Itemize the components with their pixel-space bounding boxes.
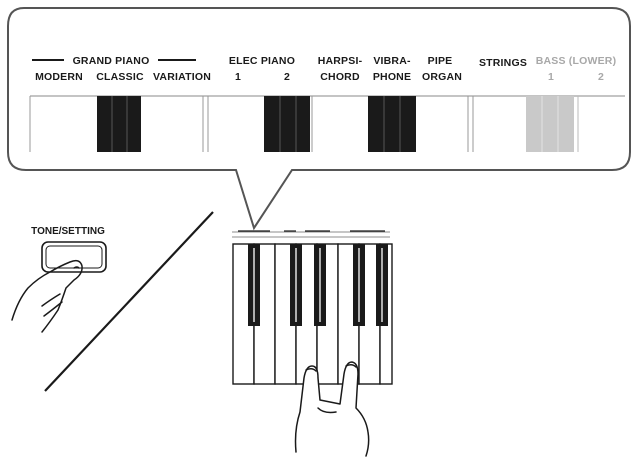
tone-label-harpsichord-2: CHORD (320, 71, 360, 83)
hand-pressing-button-icon (11, 259, 83, 333)
black-key-classic (97, 96, 141, 152)
black-key-vibraphone (368, 96, 416, 152)
tone-label-elec-piano-2: 2 (284, 71, 290, 83)
tone-label-pipe-organ-1: PIPE (428, 55, 453, 67)
tone-label-harpsichord-1: HARPSI- (318, 55, 363, 67)
tone-label-bass-2: 2 (598, 71, 604, 83)
tone-label-bass-1: 1 (548, 71, 554, 83)
tone-label-bass-lower: BASS (LOWER) (536, 55, 617, 67)
keyboard-tone-label-strip (232, 230, 390, 238)
tone-label-vibraphone-2: PHONE (373, 71, 411, 83)
hand-pressing-keys-icon (294, 361, 370, 457)
tone-label-modern: MODERN (35, 71, 83, 83)
tone-label-classic: CLASSIC (96, 71, 144, 83)
tone-label-pipe-organ-2: ORGAN (422, 71, 462, 83)
callout-bubble (7, 7, 631, 231)
tone-setting-label: TONE/SETTING (31, 226, 105, 237)
tone-label-elec-piano-1: 1 (235, 71, 241, 83)
keyboard (232, 243, 393, 385)
callout-keyboard-strip (29, 95, 625, 152)
tone-label-strings: STRINGS (479, 57, 527, 69)
tone-label-elec-piano: ELEC PIANO (229, 55, 295, 67)
black-key-bass (526, 96, 574, 152)
grand-piano-group-header: GRAND PIANO (32, 55, 196, 67)
black-key-elec-piano (264, 96, 310, 152)
tone-setting-button[interactable] (41, 241, 107, 273)
tone-label-vibraphone-1: VIBRA- (373, 55, 411, 67)
tone-label-variation: VARIATION (153, 71, 211, 83)
divider-line (44, 211, 214, 392)
grand-piano-header-text: GRAND PIANO (73, 55, 150, 67)
